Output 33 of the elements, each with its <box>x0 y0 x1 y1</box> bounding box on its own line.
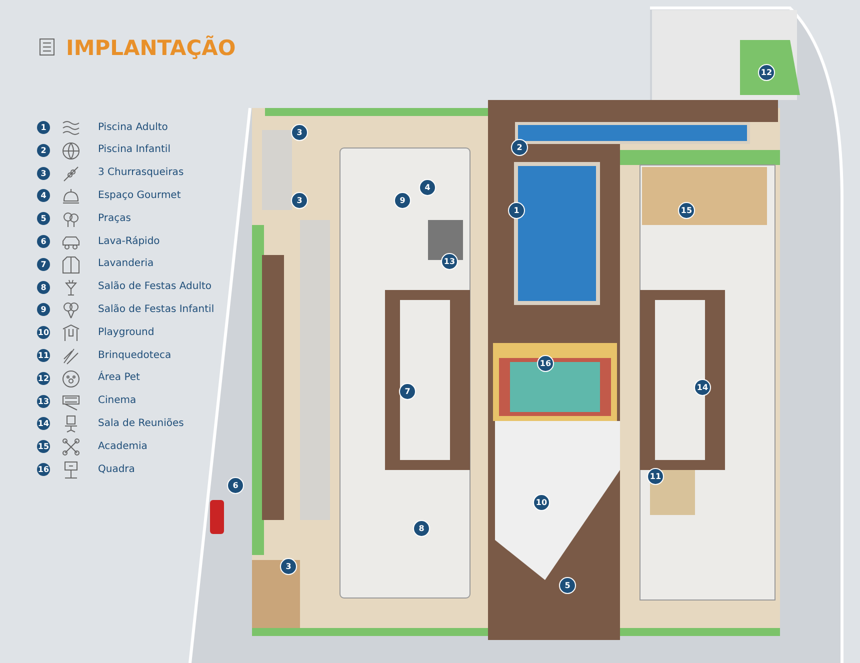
legend-text: Lava-Rápido <box>98 236 160 246</box>
legend-text: Espaço Gourmet <box>98 190 181 201</box>
callout-number: 16 <box>37 463 50 476</box>
callout-number: 2 <box>37 144 50 157</box>
legend-text: Sala de Reuniões <box>98 418 184 429</box>
legend-text: Praças <box>98 212 131 224</box>
callout-number: 14 <box>37 417 50 430</box>
callout-number: 15 <box>37 440 50 454</box>
callout-number: 10 <box>37 326 50 340</box>
legend-text: Salão de Festas Adulto <box>98 281 212 292</box>
callout-number: 3 <box>37 166 50 180</box>
callout-number: 12 <box>37 372 50 385</box>
callout-number: 6 <box>37 235 50 248</box>
legend-text: Salão de Festas Infantil <box>98 304 214 315</box>
callout-number: 11 <box>37 349 50 362</box>
legend-text: Brinquedoteca <box>98 350 172 360</box>
title: IMPLANTAÇÃO <box>66 36 236 60</box>
legend-text: Cinema <box>98 395 136 406</box>
legend-text: Lavanderia <box>98 258 154 270</box>
callout-number: 8 <box>37 280 50 294</box>
legend-text: Quadra <box>98 464 135 474</box>
legend-text: Piscina Adulto <box>98 122 168 132</box>
callout-number: 1 <box>37 121 50 134</box>
legend-text: Piscina Infantil <box>98 144 170 156</box>
callout-number: 5 <box>37 212 50 226</box>
legend-text: Playground <box>98 326 154 338</box>
legend-text: Área Pet <box>98 372 140 384</box>
callout-number: 7 <box>37 258 50 271</box>
callout-number: 13 <box>37 394 50 408</box>
legend-text: 3 Churrasqueiras <box>98 167 184 178</box>
legend-text: Academia <box>98 440 148 452</box>
callout-number: 9 <box>37 303 50 316</box>
callout-number: 4 <box>37 189 50 202</box>
